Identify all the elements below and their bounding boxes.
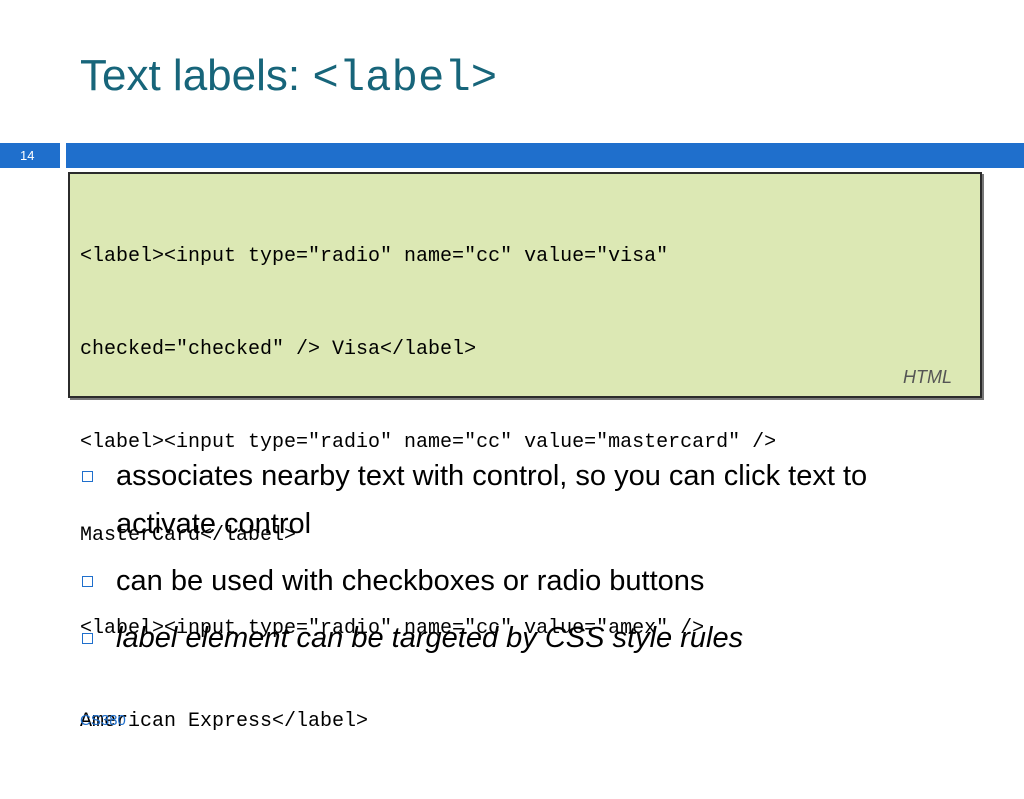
code-block: <label><input type="radio" name="cc" val… [68, 172, 982, 733]
code-line: American Express</label> [80, 710, 369, 733]
bullet-list: associates nearby text with control, so … [80, 452, 960, 671]
square-bullet-icon [82, 576, 93, 587]
title-code: <label> [312, 54, 498, 104]
square-bullet-icon [82, 471, 93, 482]
square-bullet-icon [82, 633, 93, 644]
slide-number: 14 [0, 143, 60, 168]
code-line: <label><input type="radio" name="cc" val… [80, 431, 777, 454]
code-line: MasterCard</label> [80, 524, 297, 547]
header-bar [66, 143, 1024, 168]
bullet-item: associates nearby text with control, so … [80, 452, 960, 548]
slide-title: Text labels: <label> [80, 46, 497, 109]
code-language-label: HTML [903, 367, 952, 387]
footer-course-label: CS380 [80, 712, 126, 729]
bullet-text: label element can be targeted by CSS sty… [116, 622, 744, 654]
bullet-text: associates nearby text with control, so … [116, 460, 868, 540]
bullet-item: label element can be targeted by CSS sty… [80, 614, 960, 662]
code-line: <label><input type="radio" name="cc" val… [80, 617, 705, 640]
code-line: checked="checked" /> Visa</label> [80, 338, 477, 361]
code-lines: <label><input type="radio" name="cc" val… [80, 179, 776, 799]
bullet-item: can be used with checkboxes or radio but… [80, 557, 960, 605]
bullet-text: can be used with checkboxes or radio but… [116, 565, 705, 597]
code-line: <label><input type="radio" name="cc" val… [80, 245, 669, 268]
title-text: Text labels: [80, 51, 313, 100]
